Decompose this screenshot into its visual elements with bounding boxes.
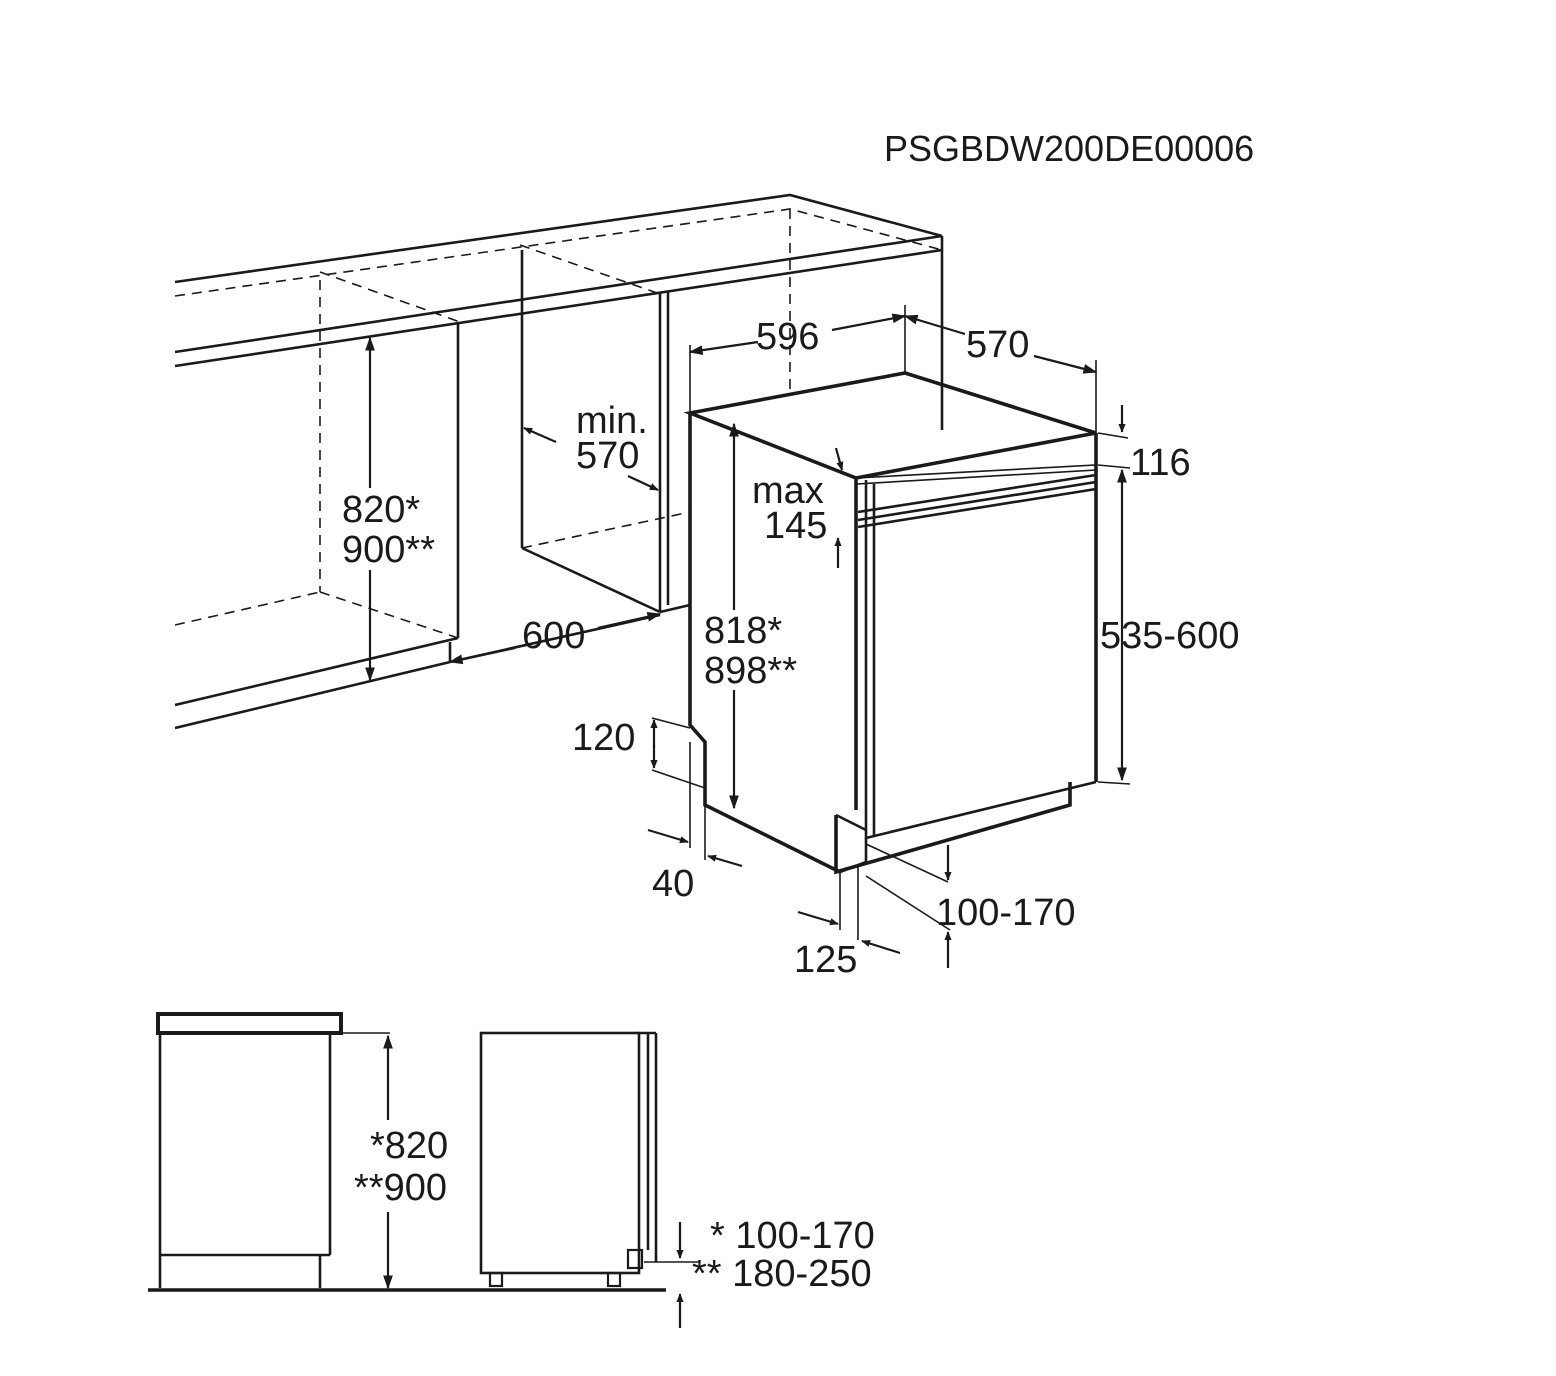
- kitchen-cabinet: [174, 193, 944, 730]
- appliance-height-label-2: 898**: [704, 650, 797, 692]
- foot-depth-label: 40: [652, 863, 694, 905]
- appliance-height-label-1: 818*: [704, 610, 782, 652]
- depth-label: 570: [966, 324, 1029, 366]
- plinth-range-label: 100-170: [936, 892, 1075, 934]
- niche-height-label-2: 900**: [342, 529, 435, 571]
- panel-height-label: 535-600: [1100, 615, 1239, 657]
- side-view-worktop: [156, 1012, 393, 1290]
- side-plinth-label-2: ** 180-250: [692, 1253, 872, 1295]
- niche-width-label: 600: [522, 615, 585, 657]
- niche-depth-value-label: 570: [576, 435, 639, 477]
- dishwasher-appliance: [683, 371, 1098, 875]
- foot-height-label: 120: [572, 717, 635, 759]
- max-value-label: 145: [764, 505, 827, 547]
- side-plinth-label-1: * 100-170: [710, 1215, 875, 1257]
- top-gap-label: 116: [1130, 442, 1191, 484]
- side-view-dishwasher: [148, 1031, 700, 1328]
- max-label: max: [752, 470, 824, 512]
- niche-height-label-1: 820*: [342, 489, 420, 531]
- model-code: PSGBDW200DE00006: [884, 128, 1254, 169]
- width-label: 596: [756, 316, 819, 358]
- dimension-lines: [365, 305, 1131, 968]
- plinth-depth-label: 125: [794, 939, 857, 981]
- side-height-label-1: *820: [370, 1125, 448, 1167]
- side-height-label-2: **900: [354, 1167, 447, 1209]
- niche-depth-min-label: min.: [576, 400, 648, 442]
